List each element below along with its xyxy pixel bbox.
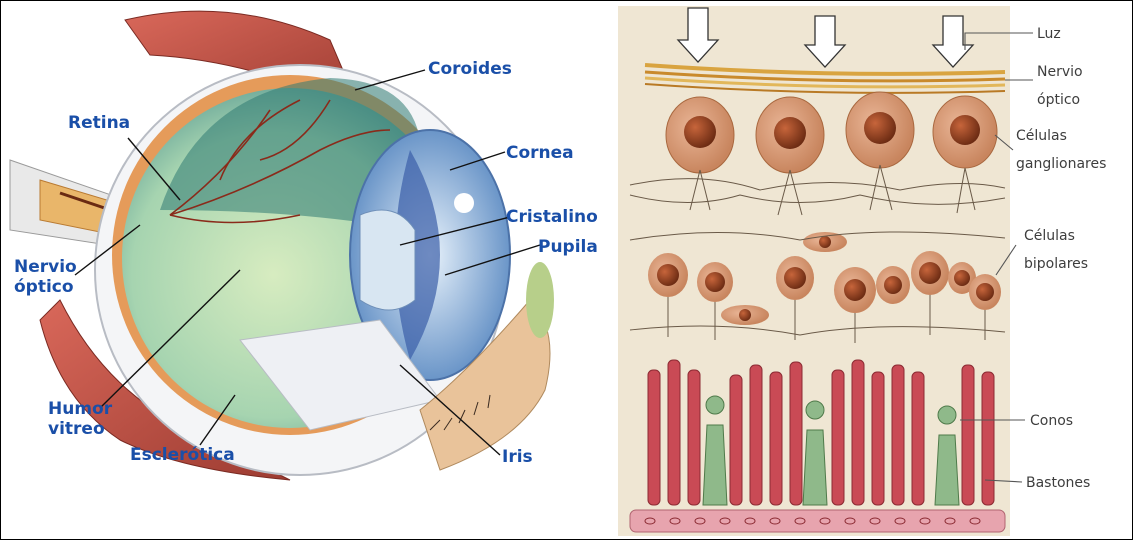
label-bipolares-1: Células (1024, 228, 1075, 244)
label-nervio-optico-r1: Nervio (1037, 64, 1083, 80)
cornea-highlight (454, 193, 474, 213)
lacrimal (526, 262, 554, 338)
label-esclerotica: Esclerótica (130, 445, 235, 465)
label-coroides: Coroides (428, 59, 512, 79)
label-bipolares-2: bipolares (1024, 256, 1088, 272)
label-ganglionares-2: ganglionares (1016, 156, 1106, 172)
pigment-epithelium (630, 510, 1005, 532)
retina-illustration (618, 6, 1010, 536)
label-pupila: Pupila (538, 237, 598, 257)
label-conos: Conos (1030, 413, 1073, 429)
label-ganglionares-1: Células (1016, 128, 1067, 144)
label-nervio-optico-2: óptico (14, 277, 74, 297)
label-nervio-optico-r2: óptico (1037, 92, 1080, 108)
label-retina: Retina (68, 113, 130, 133)
label-iris: Iris (502, 447, 533, 467)
label-bastones: Bastones (1026, 475, 1090, 491)
label-humor-vitreo-1: Humor (48, 399, 113, 419)
label-humor-vitreo-2: vitreo (48, 419, 105, 439)
label-cornea: Cornea (506, 143, 574, 163)
label-cristalino: Cristalino (506, 207, 598, 227)
label-nervio-optico-1: Nervio (14, 257, 77, 277)
label-luz: Luz (1037, 26, 1061, 42)
lens-shape (360, 210, 415, 310)
